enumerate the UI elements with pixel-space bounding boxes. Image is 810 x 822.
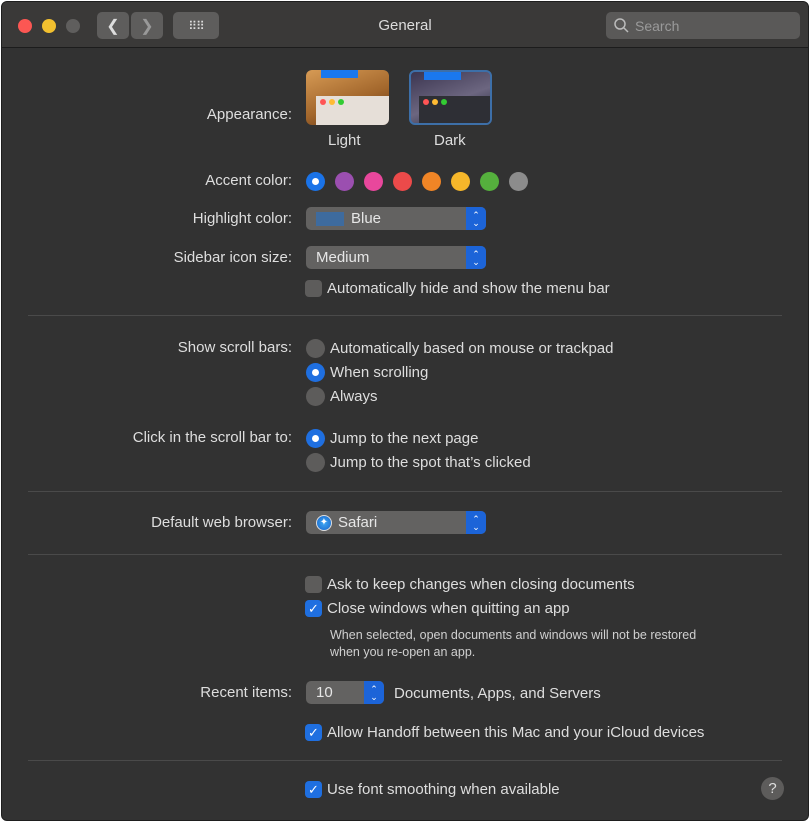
scroll-when-scrolling-label: When scrolling bbox=[330, 364, 429, 381]
search-field[interactable]: Search bbox=[606, 12, 800, 39]
chevron-updown-icon: ⌃⌄ bbox=[466, 246, 486, 269]
chevron-left-icon: ❮ bbox=[106, 17, 120, 35]
close-windows-note-line2: when you re-open an app. bbox=[330, 645, 476, 659]
scroll-when-scrolling-radio[interactable] bbox=[306, 363, 325, 382]
scroll-auto-label: Automatically based on mouse or trackpad bbox=[330, 340, 614, 357]
appearance-dark-label: Dark bbox=[434, 132, 466, 149]
menu-bar-checkbox[interactable] bbox=[305, 280, 322, 297]
accent-color-swatch[interactable] bbox=[451, 172, 470, 191]
grid-icon: ⠿⠿ bbox=[188, 18, 205, 33]
accent-color-swatch[interactable] bbox=[509, 172, 528, 191]
titlebar: ❮ ❯ ⠿⠿ General Search bbox=[2, 2, 808, 48]
show-scroll-bars-label: Show scroll bars: bbox=[177, 339, 292, 356]
search-icon bbox=[614, 18, 629, 33]
menu-bar-label: Automatically hide and show the menu bar bbox=[327, 280, 610, 297]
chevron-updown-icon[interactable]: ⌃⌄ bbox=[364, 681, 384, 704]
checkmark-icon: ✓ bbox=[308, 724, 319, 740]
close-button[interactable] bbox=[18, 19, 32, 33]
accent-color-swatch[interactable] bbox=[364, 172, 383, 191]
minimize-button[interactable] bbox=[42, 19, 56, 33]
search-placeholder: Search bbox=[635, 17, 680, 34]
handoff-label: Allow Handoff between this Mac and your … bbox=[327, 724, 705, 741]
close-windows-label: Close windows when quitting an app bbox=[327, 600, 570, 617]
zoom-button[interactable] bbox=[66, 19, 80, 33]
jump-spot-label: Jump to the spot that’s clicked bbox=[330, 454, 531, 471]
divider bbox=[28, 315, 782, 316]
scroll-always-radio[interactable] bbox=[306, 387, 325, 406]
scroll-always-label: Always bbox=[330, 388, 378, 405]
checkmark-icon: ✓ bbox=[308, 781, 319, 797]
jump-spot-radio[interactable] bbox=[306, 453, 325, 472]
default-browser-label: Default web browser: bbox=[151, 514, 292, 531]
font-smoothing-label: Use font smoothing when available bbox=[327, 781, 560, 798]
help-button[interactable]: ? bbox=[761, 777, 784, 800]
font-smoothing-checkbox[interactable]: ✓ bbox=[305, 781, 322, 798]
divider bbox=[28, 760, 782, 761]
accent-color-label: Accent color: bbox=[205, 172, 292, 189]
sidebar-icon-size-value: Medium bbox=[316, 249, 370, 266]
highlight-color-label: Highlight color: bbox=[192, 210, 292, 227]
recent-items-label: Recent items: bbox=[200, 684, 292, 701]
jump-next-page-label: Jump to the next page bbox=[330, 430, 479, 447]
scroll-auto-radio[interactable] bbox=[306, 339, 325, 358]
ask-keep-changes-label: Ask to keep changes when closing documen… bbox=[327, 576, 635, 593]
accent-color-swatch[interactable] bbox=[335, 172, 354, 191]
window-title: General bbox=[378, 17, 432, 34]
ask-keep-changes-checkbox[interactable] bbox=[305, 576, 322, 593]
appearance-label: Appearance: bbox=[206, 106, 292, 123]
recent-items-suffix: Documents, Apps, and Servers bbox=[394, 685, 601, 702]
accent-color-swatch[interactable] bbox=[480, 172, 499, 191]
selected-indicator bbox=[312, 178, 319, 185]
highlight-color-popup[interactable]: Blue ⌃⌄ bbox=[306, 207, 486, 230]
close-windows-note-line1: When selected, open documents and window… bbox=[330, 628, 697, 642]
accent-color-swatch[interactable] bbox=[393, 172, 412, 191]
accent-color-swatch[interactable] bbox=[422, 172, 441, 191]
checkmark-icon: ✓ bbox=[308, 600, 319, 616]
default-browser-popup[interactable]: ✦ Safari ⌃⌄ bbox=[306, 511, 486, 534]
highlight-value: Blue bbox=[351, 210, 382, 227]
sidebar-icon-size-label: Sidebar icon size: bbox=[173, 249, 292, 266]
divider bbox=[28, 554, 782, 555]
handoff-checkbox[interactable]: ✓ bbox=[305, 724, 322, 741]
forward-button[interactable]: ❯ bbox=[131, 12, 163, 39]
close-windows-checkbox[interactable]: ✓ bbox=[305, 600, 322, 617]
sidebar-icon-size-popup[interactable]: Medium ⌃⌄ bbox=[306, 246, 486, 269]
show-all-button[interactable]: ⠿⠿ bbox=[173, 12, 219, 39]
safari-icon: ✦ bbox=[316, 514, 332, 531]
chevron-updown-icon: ⌃⌄ bbox=[466, 207, 486, 230]
appearance-light-option[interactable] bbox=[306, 70, 389, 125]
recent-items-stepper[interactable]: 10 ⌃⌄ bbox=[306, 681, 384, 704]
appearance-light-label: Light bbox=[328, 132, 361, 149]
back-button[interactable]: ❮ bbox=[97, 12, 129, 39]
recent-items-value: 10 bbox=[316, 684, 333, 701]
divider bbox=[28, 491, 782, 492]
click-scroll-bar-label: Click in the scroll bar to: bbox=[132, 429, 292, 446]
appearance-dark-option[interactable] bbox=[409, 70, 492, 125]
highlight-swatch bbox=[316, 211, 344, 226]
accent-color-swatch[interactable] bbox=[306, 172, 325, 191]
default-browser-value: Safari bbox=[338, 514, 378, 531]
jump-next-page-radio[interactable] bbox=[306, 429, 325, 448]
chevron-updown-icon: ⌃⌄ bbox=[466, 511, 486, 534]
chevron-right-icon: ❯ bbox=[140, 17, 154, 35]
